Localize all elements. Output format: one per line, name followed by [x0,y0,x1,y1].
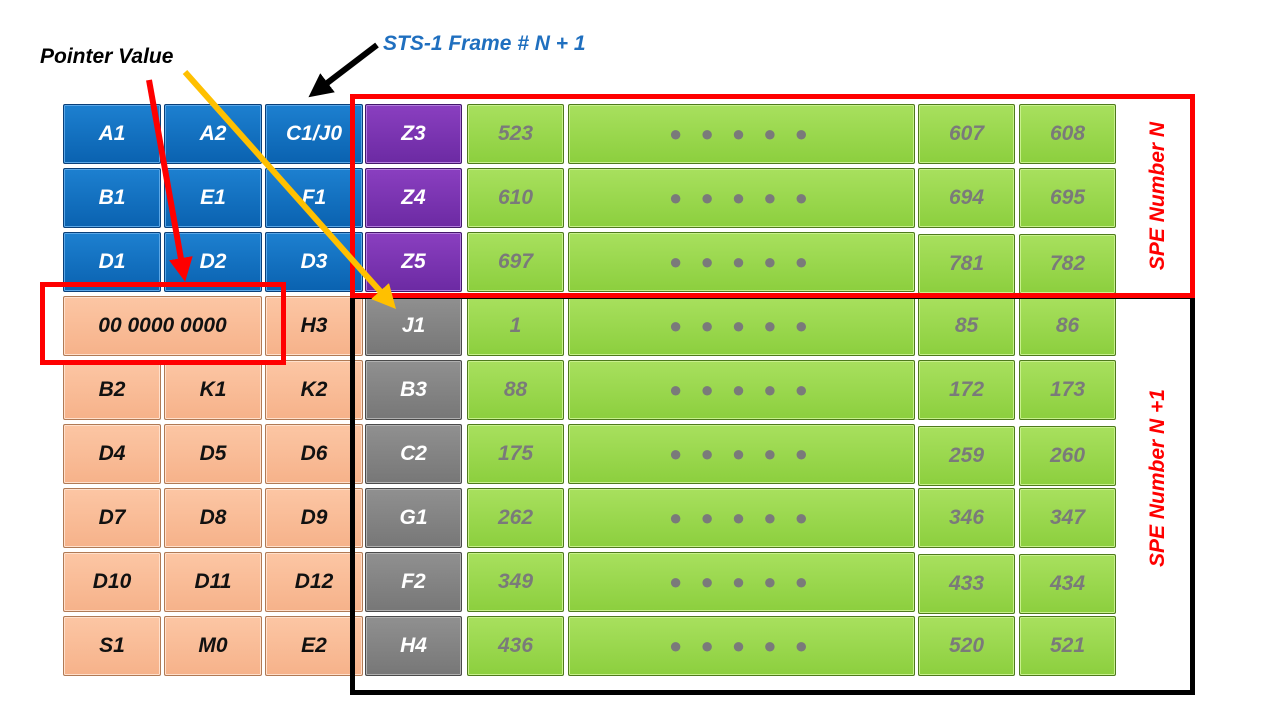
toh-cell: D10 [63,552,161,612]
toh-cell: S1 [63,616,161,676]
payload-dots-cell: ● ● ● ● ● [568,616,915,676]
payload-dots-cell: ● ● ● ● ● [568,168,915,228]
payload-cell: 434 [1019,554,1116,614]
pointer-arrow [146,79,193,282]
payload-dots-cell: ● ● ● ● ● [568,424,915,484]
path-overhead-cell: C2 [365,424,462,484]
payload-cell: 608 [1019,104,1116,164]
payload-dots-cell: ● ● ● ● ● [568,232,915,292]
payload-cell: 175 [467,424,564,484]
spe-n-box [350,94,1195,298]
payload-dots-cell: ● ● ● ● ● [568,296,915,356]
payload-cell: 521 [1019,616,1116,676]
payload-cell: 172 [918,360,1015,420]
payload-cell: 173 [1019,360,1116,420]
toh-cell: K2 [265,360,363,420]
payload-cell: 88 [467,360,564,420]
payload-cell: 695 [1019,168,1116,228]
payload-cell: 697 [467,232,564,292]
pointer-value-label: Pointer Value [40,45,174,68]
pointer-value-cell: 00 0000 0000 [63,296,262,356]
toh-cell: K1 [164,360,262,420]
payload-cell: 347 [1019,488,1116,548]
toh-cell: E1 [164,168,262,228]
toh-cell: A2 [164,104,262,164]
payload-cell: 346 [918,488,1015,548]
toh-cell: E2 [265,616,363,676]
path-overhead-cell: Z3 [365,104,462,164]
toh-cell: A1 [63,104,161,164]
frame-title-arrow [308,42,379,98]
payload-dots-cell: ● ● ● ● ● [568,104,915,164]
pointer-value-box [40,282,286,365]
path-overhead-cell: F2 [365,552,462,612]
toh-cell: D12 [265,552,363,612]
path-overhead-cell: Z4 [365,168,462,228]
payload-cell: 607 [918,104,1015,164]
j1-arrow [182,70,396,309]
toh-cell: C1/J0 [265,104,363,164]
path-overhead-cell: Z5 [365,232,462,292]
toh-cell: B2 [63,360,161,420]
toh-cell: D6 [265,424,363,484]
toh-cell: M0 [164,616,262,676]
payload-cell: 781 [918,234,1015,294]
payload-cell: 610 [467,168,564,228]
payload-cell: 436 [467,616,564,676]
payload-cell: 520 [918,616,1015,676]
payload-cell: 349 [467,552,564,612]
path-overhead-cell: B3 [365,360,462,420]
payload-cell: 694 [918,168,1015,228]
toh-cell: D3 [265,232,363,292]
payload-cell: 85 [918,296,1015,356]
path-overhead-cell: G1 [365,488,462,548]
payload-cell: 260 [1019,426,1116,486]
payload-cell: 262 [467,488,564,548]
payload-dots-cell: ● ● ● ● ● [568,488,915,548]
toh-cell: D7 [63,488,161,548]
payload-cell: 86 [1019,296,1116,356]
payload-cell: 782 [1019,234,1116,294]
path-overhead-cell: H4 [365,616,462,676]
toh-cell: B1 [63,168,161,228]
toh-cell: D9 [265,488,363,548]
toh-cell: D11 [164,552,262,612]
payload-dots-cell: ● ● ● ● ● [568,360,915,420]
toh-cell: D4 [63,424,161,484]
payload-cell: 259 [918,426,1015,486]
payload-cell: 433 [918,554,1015,614]
frame-title-label: STS-1 Frame # N + 1 [383,32,586,55]
toh-cell: D5 [164,424,262,484]
payload-cell: 523 [467,104,564,164]
toh-cell: D8 [164,488,262,548]
payload-dots-cell: ● ● ● ● ● [568,552,915,612]
